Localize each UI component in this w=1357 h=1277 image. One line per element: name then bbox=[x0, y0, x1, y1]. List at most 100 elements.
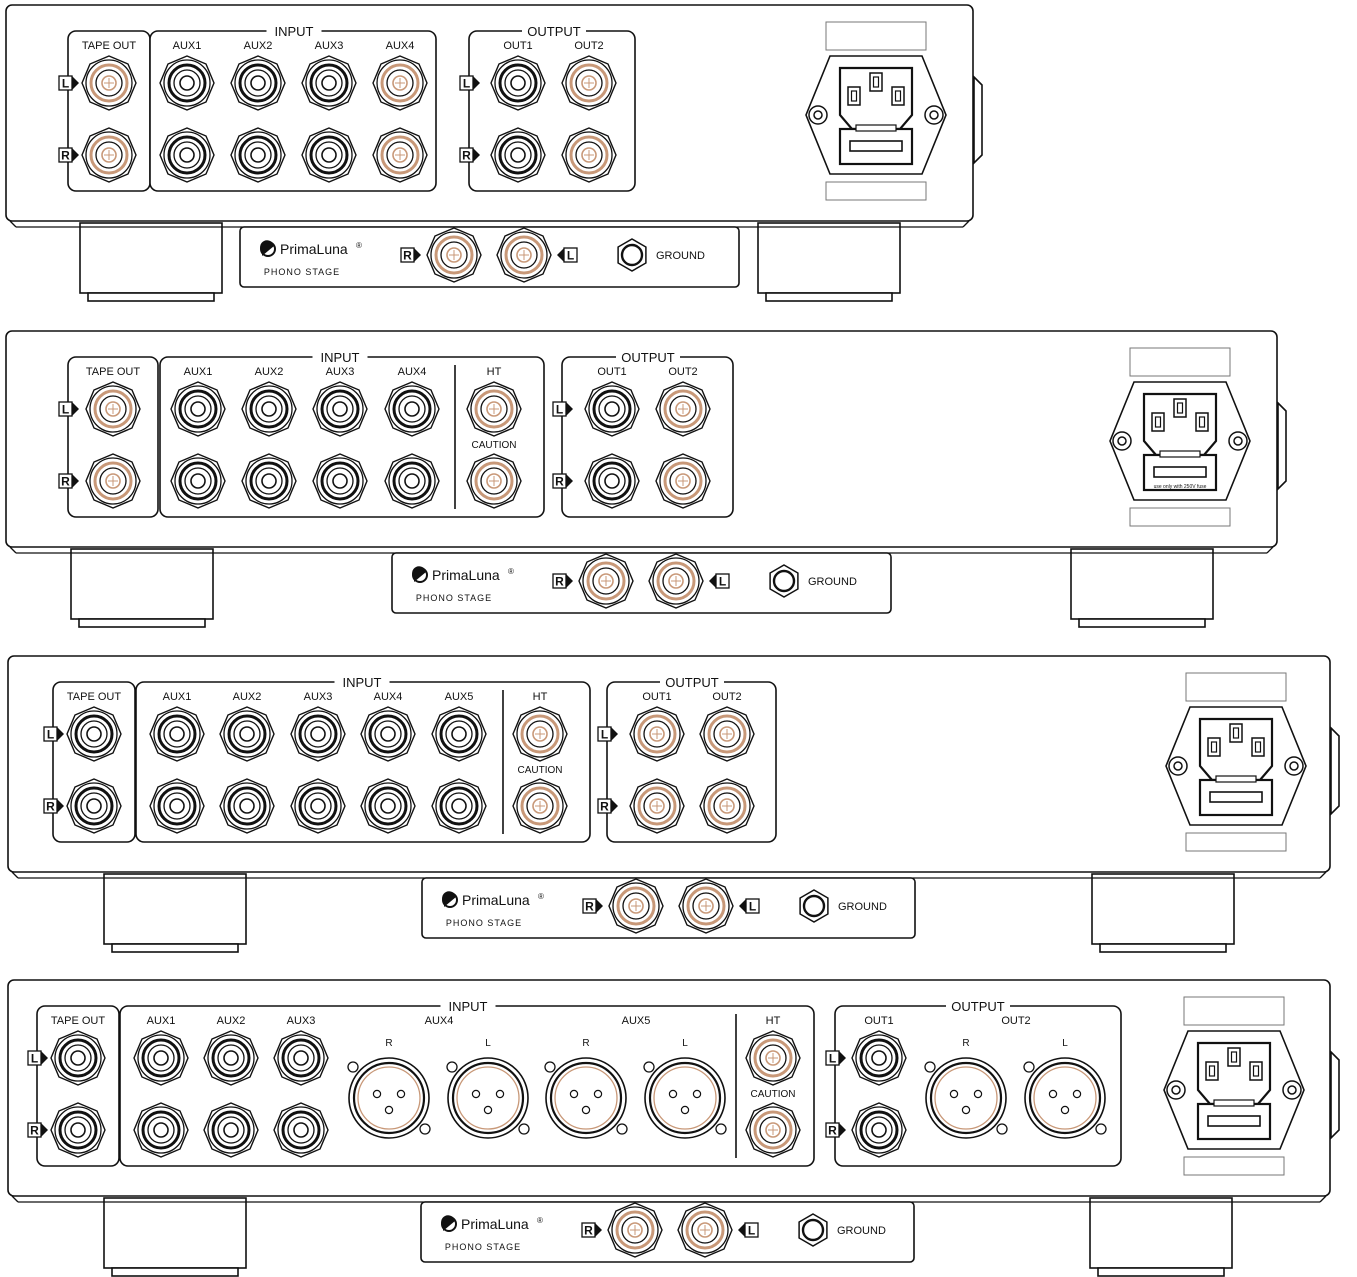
aux-label: AUX3 bbox=[315, 40, 344, 52]
aux1-right-jack[interactable] bbox=[169, 452, 227, 510]
aux2-left-jack[interactable] bbox=[202, 1029, 260, 1087]
out2-left-jack[interactable] bbox=[698, 705, 756, 763]
brand-name: PrimaLuna bbox=[461, 1216, 529, 1232]
foot bbox=[757, 222, 901, 294]
tape-out-left-jack[interactable] bbox=[49, 1029, 107, 1087]
phono-left-jack[interactable] bbox=[647, 552, 705, 610]
xlr-input-jack[interactable] bbox=[347, 1056, 431, 1140]
channel-label: R bbox=[584, 1224, 593, 1238]
power-inlet[interactable] bbox=[805, 21, 947, 201]
tape-out-right-jack[interactable] bbox=[84, 452, 142, 510]
aux4-right-jack[interactable] bbox=[359, 777, 417, 835]
out1-left-jack[interactable] bbox=[583, 380, 641, 438]
ht-right-jack[interactable] bbox=[744, 1101, 802, 1159]
ht-right-jack[interactable] bbox=[511, 777, 569, 835]
out2-right-jack[interactable] bbox=[560, 126, 618, 184]
out1-right-jack[interactable] bbox=[628, 777, 686, 835]
aux2-right-jack[interactable] bbox=[202, 1101, 260, 1159]
channel-marker-right: R bbox=[825, 1122, 846, 1138]
aux2-right-jack[interactable] bbox=[218, 777, 276, 835]
tape-out-left-jack[interactable] bbox=[84, 380, 142, 438]
aux2-left-jack[interactable] bbox=[229, 54, 287, 112]
xlr-output-jack[interactable] bbox=[1023, 1056, 1107, 1140]
ground-terminal[interactable]: GROUND bbox=[616, 237, 705, 273]
out1-left-jack[interactable] bbox=[628, 705, 686, 763]
out1-right-jack[interactable] bbox=[583, 452, 641, 510]
ground-terminal[interactable]: GROUND bbox=[768, 563, 857, 599]
power-inlet[interactable] bbox=[1165, 672, 1307, 852]
out2-right-jack[interactable] bbox=[654, 452, 712, 510]
out1-right-jack[interactable] bbox=[489, 126, 547, 184]
phono-left-jack[interactable] bbox=[495, 226, 553, 284]
ht-left-jack[interactable] bbox=[465, 380, 523, 438]
aux3-left-jack[interactable] bbox=[289, 705, 347, 763]
aux3-right-jack[interactable] bbox=[311, 452, 369, 510]
xlr-input-jack[interactable] bbox=[544, 1056, 628, 1140]
aux1-left-jack[interactable] bbox=[169, 380, 227, 438]
aux1-right-jack[interactable] bbox=[132, 1101, 190, 1159]
phono-right-jack[interactable] bbox=[606, 1201, 664, 1259]
output-label: OUT2 bbox=[668, 366, 697, 378]
brand-mark: ® bbox=[538, 892, 544, 901]
tape-out-right-jack[interactable] bbox=[65, 777, 123, 835]
aux2-right-jack[interactable] bbox=[240, 452, 298, 510]
power-inlet[interactable]: use only with 250V fuse bbox=[1109, 347, 1251, 527]
fuse-icon bbox=[849, 140, 903, 152]
ground-terminal[interactable]: GROUND bbox=[797, 1212, 886, 1248]
tape-out-right-jack[interactable] bbox=[49, 1101, 107, 1159]
channel-label: R bbox=[585, 900, 594, 914]
aux2-left-jack[interactable] bbox=[218, 705, 276, 763]
aux-label: AUX1 bbox=[163, 691, 192, 703]
aux1-right-jack[interactable] bbox=[148, 777, 206, 835]
aux3-left-jack[interactable] bbox=[311, 380, 369, 438]
aux4-left-jack[interactable] bbox=[359, 705, 417, 763]
phono-right-jack[interactable] bbox=[577, 552, 635, 610]
aux1-left-jack[interactable] bbox=[132, 1029, 190, 1087]
aux3-left-jack[interactable] bbox=[272, 1029, 330, 1087]
ht-right-jack[interactable] bbox=[465, 452, 523, 510]
out1-left-jack[interactable] bbox=[489, 54, 547, 112]
power-inlet[interactable] bbox=[1163, 996, 1305, 1176]
power-switch-icon[interactable] bbox=[1330, 1050, 1340, 1140]
aux5-right-jack[interactable] bbox=[430, 777, 488, 835]
aux5-left-jack[interactable] bbox=[430, 705, 488, 763]
power-switch-icon[interactable] bbox=[1277, 401, 1287, 491]
out2-right-jack[interactable] bbox=[698, 777, 756, 835]
channel-marker-right: R bbox=[43, 798, 64, 814]
channel-label: R bbox=[828, 1124, 837, 1138]
phono-right-jack[interactable] bbox=[425, 226, 483, 284]
out2-left-jack[interactable] bbox=[654, 380, 712, 438]
xlr-input-jack[interactable] bbox=[643, 1056, 727, 1140]
ground-terminal[interactable]: GROUND bbox=[798, 888, 887, 924]
aux3-right-jack[interactable] bbox=[300, 126, 358, 184]
phono-right-jack[interactable] bbox=[607, 877, 665, 935]
aux4-left-jack[interactable] bbox=[383, 380, 441, 438]
xlr-output-jack[interactable] bbox=[924, 1056, 1008, 1140]
aux4-right-jack[interactable] bbox=[371, 126, 429, 184]
tape-out-left-jack[interactable] bbox=[65, 705, 123, 763]
aux1-left-jack[interactable] bbox=[158, 54, 216, 112]
aux4-left-jack[interactable] bbox=[371, 54, 429, 112]
xlr-input-jack[interactable] bbox=[446, 1056, 530, 1140]
aux1-left-jack[interactable] bbox=[148, 705, 206, 763]
power-switch-icon[interactable] bbox=[1330, 726, 1340, 816]
power-switch-icon[interactable] bbox=[973, 75, 983, 165]
brand-mark: ® bbox=[356, 241, 362, 250]
aux3-right-jack[interactable] bbox=[289, 777, 347, 835]
aux2-right-jack[interactable] bbox=[229, 126, 287, 184]
tape-out-right-jack[interactable] bbox=[80, 126, 138, 184]
phono-left-jack[interactable] bbox=[677, 877, 735, 935]
aux3-left-jack[interactable] bbox=[300, 54, 358, 112]
aux2-left-jack[interactable] bbox=[240, 380, 298, 438]
phono-left-jack[interactable] bbox=[676, 1201, 734, 1259]
ht-left-jack[interactable] bbox=[744, 1029, 802, 1087]
out2-left-jack[interactable] bbox=[560, 54, 618, 112]
tape-out-left-jack[interactable] bbox=[80, 54, 138, 112]
aux3-right-jack[interactable] bbox=[272, 1101, 330, 1159]
aux4-right-jack[interactable] bbox=[383, 452, 441, 510]
aux1-right-jack[interactable] bbox=[158, 126, 216, 184]
phono-channel-marker-left: L bbox=[739, 898, 760, 914]
out1-right-jack[interactable] bbox=[850, 1101, 908, 1159]
out1-left-jack[interactable] bbox=[850, 1029, 908, 1087]
ht-left-jack[interactable] bbox=[511, 705, 569, 763]
